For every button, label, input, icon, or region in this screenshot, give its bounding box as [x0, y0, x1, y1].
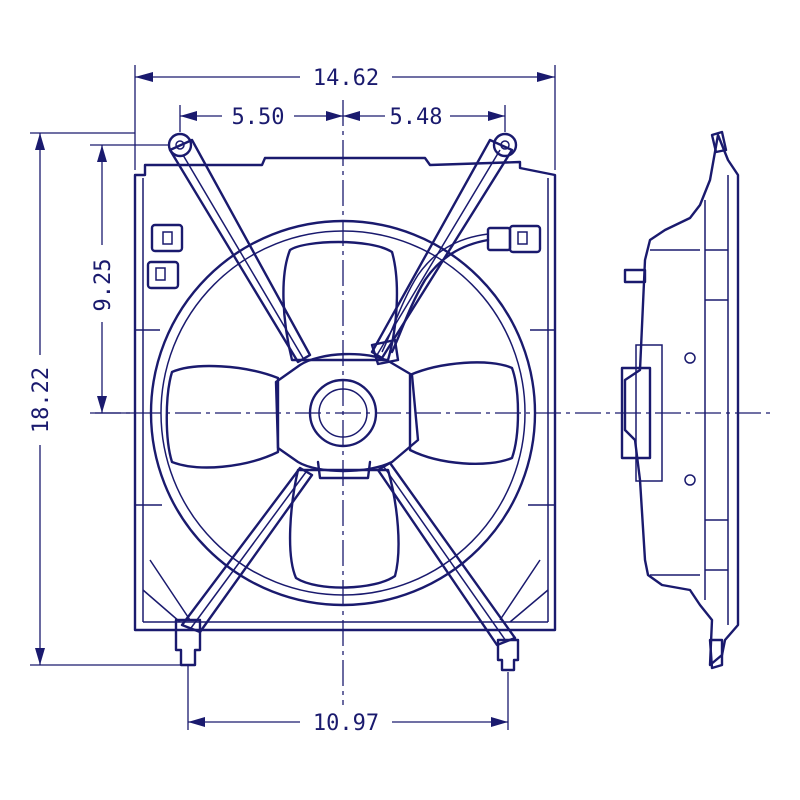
connector-tab-upper: [150, 223, 184, 253]
dim-bottom-mount-span: 10.97: [187, 665, 509, 736]
side-view-fastener-upper: [684, 352, 696, 364]
strut-lower-right-rib: [383, 466, 507, 642]
dim-label-right-mount-offset: 5.48: [390, 105, 443, 130]
arrow-up: [35, 133, 45, 150]
strut-lower-left-rib: [190, 471, 307, 629]
mount-hole-upper-right: [500, 140, 510, 150]
connector-tab-upper-slot: [162, 231, 173, 245]
connector-tab-lower: [146, 260, 180, 290]
shroud-corner-pocket-bottom-left: [142, 559, 191, 623]
mount-pin-lower-left: [174, 618, 202, 667]
dim-label-overall-height: 18.22: [29, 367, 54, 433]
strut-lower-right: [376, 461, 517, 647]
harness-plug-body: [508, 224, 542, 254]
dim-right-mount-offset: 5.48: [343, 105, 506, 132]
side-view-connector: [623, 268, 647, 284]
side-view-fastener-lower: [684, 474, 696, 486]
harness-plug: [486, 226, 512, 252]
strut-upper-left-rib: [182, 154, 304, 359]
dim-left-mount-offset: 5.50: [179, 105, 343, 132]
strut-upper-left: [168, 138, 312, 364]
arrow-right: [488, 111, 505, 121]
arrow-right: [537, 72, 555, 82]
wiring-harness: [390, 238, 490, 354]
fan-blade-bottom: [288, 468, 400, 589]
dim-overall-width: 14.62: [134, 65, 556, 170]
dim-overall-height: 18.22: [29, 132, 180, 666]
side-view-mount-pin-top: [710, 130, 728, 154]
arrow-left: [343, 111, 360, 121]
side-view-rib-b: [650, 249, 700, 576]
fan-blade-top: [282, 240, 399, 362]
side-view-rib-a: [705, 249, 728, 571]
side-view-mount-pin-bottom: [708, 638, 724, 670]
mount-pin-lower-right: [496, 638, 520, 672]
dim-label-upper-mount-height: 9.25: [91, 259, 116, 312]
dim-label-left-mount-offset: 5.50: [232, 105, 285, 130]
arrow-down: [35, 648, 45, 665]
side-view: [620, 130, 740, 670]
harness-plug-latch: [517, 231, 528, 245]
front-view: [133, 132, 557, 672]
fan-blade-right: [408, 361, 520, 466]
arrow-left: [188, 717, 205, 727]
dim-label-overall-width: 14.62: [313, 66, 379, 91]
motor-lower-tab: [316, 460, 372, 480]
arrow-left: [135, 72, 153, 82]
arrow-right: [326, 111, 343, 121]
arrow-left: [180, 111, 197, 121]
harness-clip: [370, 338, 400, 366]
mount-hole-upper-left: [175, 140, 185, 150]
shroud-frame: [133, 156, 557, 632]
arrow-right: [491, 717, 508, 727]
connector-tab-lower-slot: [155, 267, 166, 281]
shroud-corner-pocket-bottom-right: [499, 559, 549, 623]
fan-blade-left: [165, 364, 280, 469]
motor-housing: [274, 352, 420, 473]
arrow-up: [97, 145, 107, 162]
side-view-outer-profile: [623, 133, 740, 667]
wiring-harness-second: [381, 233, 489, 353]
strut-upper-right: [370, 138, 514, 360]
dim-label-bottom-mount-span: 10.97: [313, 711, 379, 736]
arrow-down: [97, 396, 107, 413]
mount-eye-upper-right: [492, 132, 518, 158]
dim-upper-mount-height: 9.25: [90, 144, 170, 414]
